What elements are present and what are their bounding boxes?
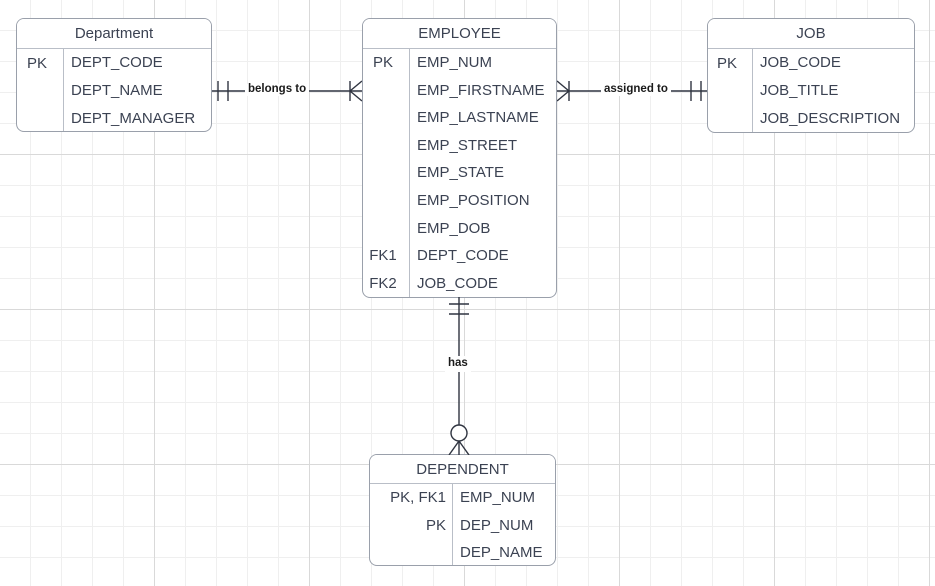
attribute-key: PK (26, 54, 47, 72)
attribute-row[interactable]: PK, FK1 EMP_NUM (370, 484, 555, 512)
attribute-name: DEP_NUM (452, 511, 555, 539)
relationship-has[interactable]: has (437, 297, 481, 456)
attribute-name: EMP_DOB (409, 214, 556, 243)
entity-employee[interactable]: EMPLOYEE PK EMP_NUM EMP_FIRSTNAME EMP_LA… (362, 18, 557, 298)
attribute-row[interactable]: EMP_POSITION (363, 186, 556, 215)
attribute-row[interactable]: FK2 JOB_CODE (363, 269, 556, 297)
relationship-label-belongs-to: belongs to (245, 83, 310, 96)
attribute-name: EMP_STATE (409, 159, 556, 187)
attribute-name: EMP_STREET (409, 131, 556, 160)
entity-department[interactable]: Department PK DEPT_CODE DEPT_NAME DEPT_M… (16, 18, 212, 132)
attribute-key: PK (716, 54, 737, 72)
attribute-row[interactable]: PK DEPT_CODE (17, 49, 211, 77)
relationship-label-has: has (445, 356, 471, 372)
attribute-key: PK (372, 54, 393, 72)
attribute-name: DEPT_NAME (63, 77, 211, 105)
entity-job-title: JOB (708, 19, 914, 49)
attribute-row[interactable]: EMP_STREET (363, 131, 556, 160)
attribute-key: PK (425, 516, 446, 534)
attribute-row[interactable]: EMP_DOB (363, 214, 556, 243)
attribute-name: EMP_LASTNAME (409, 104, 556, 132)
attribute-key: FK1 (369, 247, 397, 265)
attribute-row[interactable]: FK1 DEPT_CODE (363, 242, 556, 270)
relationship-belongs-to[interactable]: belongs to (212, 70, 363, 112)
entity-employee-title: EMPLOYEE (363, 19, 556, 49)
attribute-row[interactable]: EMP_STATE (363, 159, 556, 187)
attribute-row[interactable]: EMP_FIRSTNAME (363, 76, 556, 105)
attribute-row[interactable]: DEPT_NAME (17, 77, 211, 105)
attribute-row[interactable]: JOB_DESCRIPTION (708, 105, 914, 132)
entity-department-attributes: PK DEPT_CODE DEPT_NAME DEPT_MANAGER (17, 49, 211, 131)
attribute-row[interactable]: PK EMP_NUM (363, 49, 556, 77)
attribute-name: DEPT_MANAGER (63, 105, 211, 131)
attribute-name: JOB_CODE (409, 269, 556, 297)
entity-dependent-attributes: PK, FK1 EMP_NUM PK DEP_NUM DEP_NAME (370, 484, 555, 565)
attribute-name: EMP_NUM (452, 484, 555, 512)
attribute-key: PK, FK1 (390, 489, 446, 507)
entity-job[interactable]: JOB PK JOB_CODE JOB_TITLE JOB_DESCRIPTIO… (707, 18, 915, 133)
attribute-row[interactable]: DEP_NAME (370, 539, 555, 565)
attribute-name: DEP_NAME (452, 539, 555, 565)
attribute-name: DEPT_CODE (63, 49, 211, 77)
attribute-name: JOB_DESCRIPTION (752, 105, 914, 132)
attribute-row[interactable]: JOB_TITLE (708, 77, 914, 105)
attribute-row[interactable]: PK JOB_CODE (708, 49, 914, 77)
attribute-row[interactable]: EMP_LASTNAME (363, 104, 556, 132)
relationship-assigned-to[interactable]: assigned to (556, 70, 707, 112)
attribute-name: EMP_POSITION (409, 186, 556, 215)
attribute-name: JOB_TITLE (752, 77, 914, 105)
attribute-name: EMP_FIRSTNAME (409, 76, 556, 105)
attribute-row[interactable]: DEPT_MANAGER (17, 105, 211, 131)
attribute-name: EMP_NUM (409, 49, 556, 77)
attribute-name: DEPT_CODE (409, 242, 556, 270)
entity-job-attributes: PK JOB_CODE JOB_TITLE JOB_DESCRIPTION (708, 49, 914, 132)
attribute-name: JOB_CODE (752, 49, 914, 77)
attribute-key: FK2 (369, 275, 397, 293)
attribute-row[interactable]: PK DEP_NUM (370, 511, 555, 539)
has-line (448, 297, 470, 456)
entity-employee-attributes: PK EMP_NUM EMP_FIRSTNAME EMP_LASTNAME EM… (363, 49, 556, 297)
relationship-label-assigned-to: assigned to (601, 83, 671, 96)
entity-department-title: Department (17, 19, 211, 49)
entity-dependent[interactable]: DEPENDENT PK, FK1 EMP_NUM PK DEP_NUM DEP… (369, 454, 556, 566)
entity-dependent-title: DEPENDENT (370, 455, 555, 484)
